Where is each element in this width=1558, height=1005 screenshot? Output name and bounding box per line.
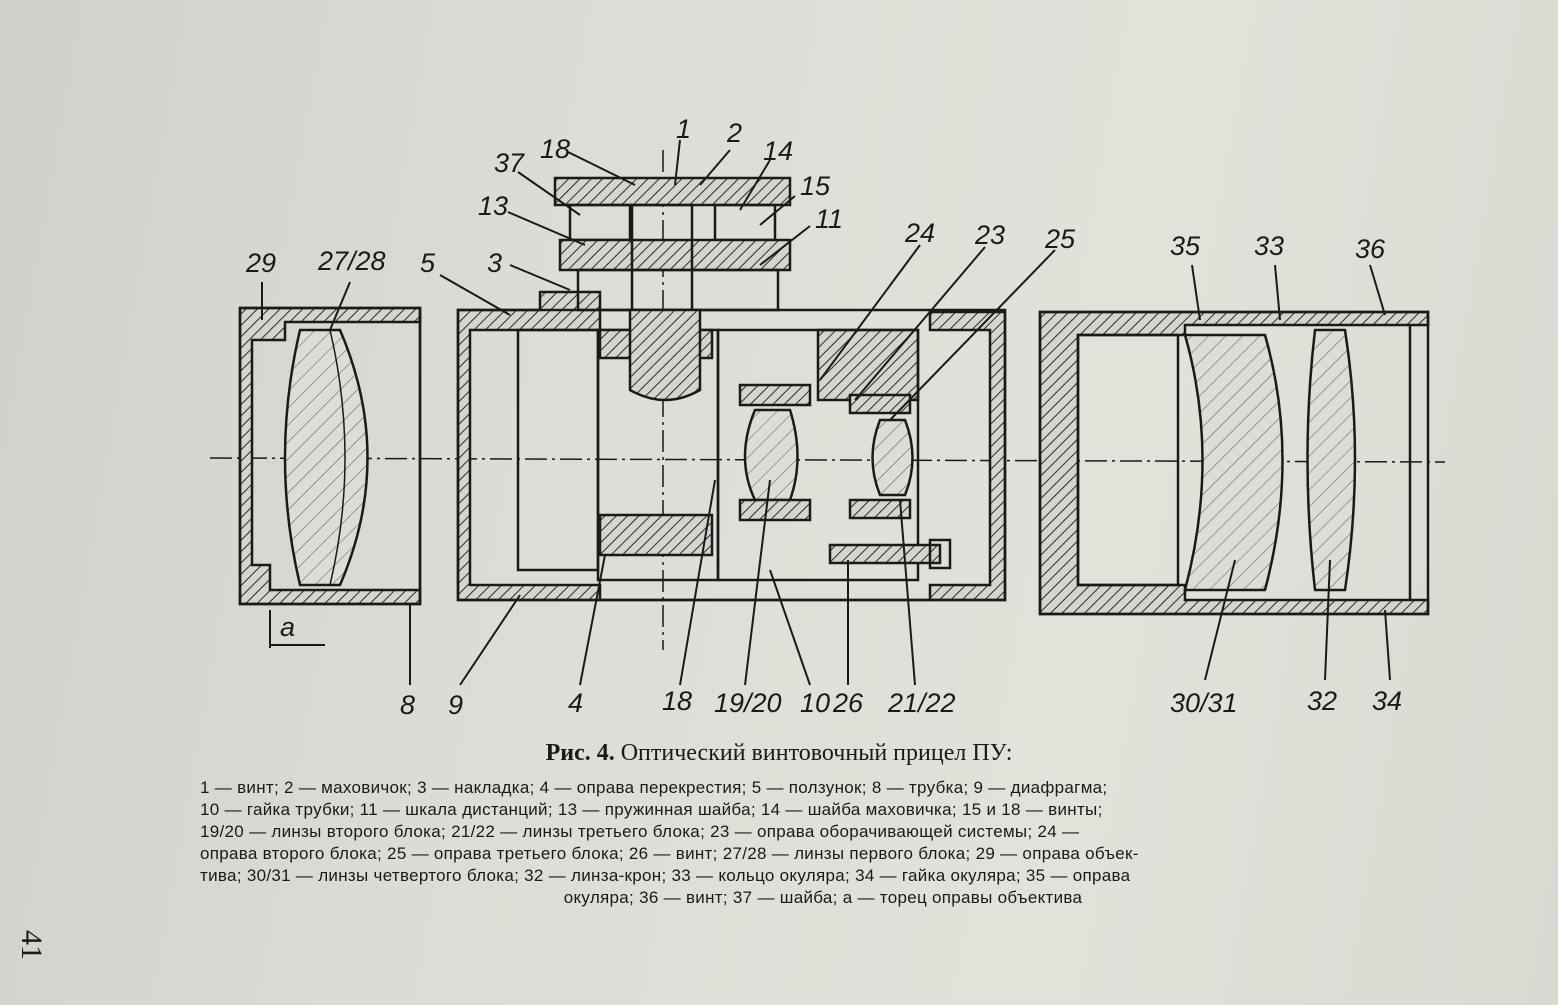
figure-caption: Рис. 4. Оптический винтовочный прицел ПУ… xyxy=(0,740,1558,767)
label-34: 34 xyxy=(1372,686,1402,716)
figure-legend: 1 — винт; 2 — маховичок; 3 — накладка; 4… xyxy=(200,777,1446,909)
label-33: 33 xyxy=(1254,231,1284,261)
eyepiece-assembly xyxy=(1038,310,1430,616)
label-14: 14 xyxy=(763,136,793,166)
label-18: 18 xyxy=(662,686,692,716)
label-35: 35 xyxy=(1170,231,1201,261)
label-24: 24 xyxy=(904,218,935,248)
page-number: 41 xyxy=(15,930,48,960)
label-1: 1 xyxy=(676,114,691,144)
legend-line: 1 — винт; 2 — маховичок; 3 — накладка; 4… xyxy=(200,778,1108,797)
label-36: 36 xyxy=(1355,234,1386,264)
label-19-20: 19/20 xyxy=(714,688,782,718)
lens-27-28 xyxy=(283,328,369,587)
central-body xyxy=(456,290,1007,602)
label-11: 11 xyxy=(815,204,843,234)
label-37: 37 xyxy=(494,148,525,178)
lens-30-31 xyxy=(1183,333,1284,592)
objective-assembly xyxy=(238,306,422,606)
legend-line: 19/20 — линзы второго блока; 21/22 — лин… xyxy=(200,822,1080,841)
label-15: 15 xyxy=(800,171,831,201)
label-26: 26 xyxy=(832,688,864,718)
label-3: 3 xyxy=(487,248,502,278)
caption-title: Оптический винтовочный прицел ПУ: xyxy=(620,740,1013,766)
label-13: 13 xyxy=(478,191,508,221)
legend-line: оправа второго блока; 25 — оправа третье… xyxy=(200,844,1139,863)
legend-line: окуляра; 36 — винт; 37 — шайба; а — торе… xyxy=(563,888,1083,907)
label-25: 25 xyxy=(1044,224,1076,254)
lens-19-20 xyxy=(743,408,799,502)
label-9: 9 xyxy=(448,690,463,720)
label-32: 32 xyxy=(1307,686,1337,716)
lens-21-22 xyxy=(871,418,914,497)
label-5: 5 xyxy=(420,248,436,278)
label-23: 23 xyxy=(974,220,1005,250)
label-2: 2 xyxy=(726,118,742,148)
lens-32 xyxy=(1306,328,1357,592)
scope-cross-section-diagram: 1 2 14 18 37 15 13 11 24 23 25 29 27/28 … xyxy=(209,114,1446,720)
label-21-22: 21/22 xyxy=(887,688,956,718)
leader-lines xyxy=(261,139,1391,686)
label-4: 4 xyxy=(568,688,583,718)
legend-line: 10 — гайка трубки; 11 — шкала дистанций;… xyxy=(200,800,1103,819)
legend-line: тива; 30/31 — линзы четвертого блока; 32… xyxy=(200,866,1131,885)
label-30-31: 30/31 xyxy=(1170,688,1238,718)
label-18-top: 18 xyxy=(540,134,570,164)
callout-labels: 1 2 14 18 37 15 13 11 24 23 25 29 27/28 … xyxy=(245,114,1402,720)
label-a: a xyxy=(280,612,295,642)
label-27-28: 27/28 xyxy=(317,246,386,276)
label-29: 29 xyxy=(245,248,276,278)
turret-assembly xyxy=(553,176,792,402)
label-8: 8 xyxy=(400,690,415,720)
caption-prefix: Рис. 4. xyxy=(545,740,615,766)
label-10: 10 xyxy=(800,688,830,718)
